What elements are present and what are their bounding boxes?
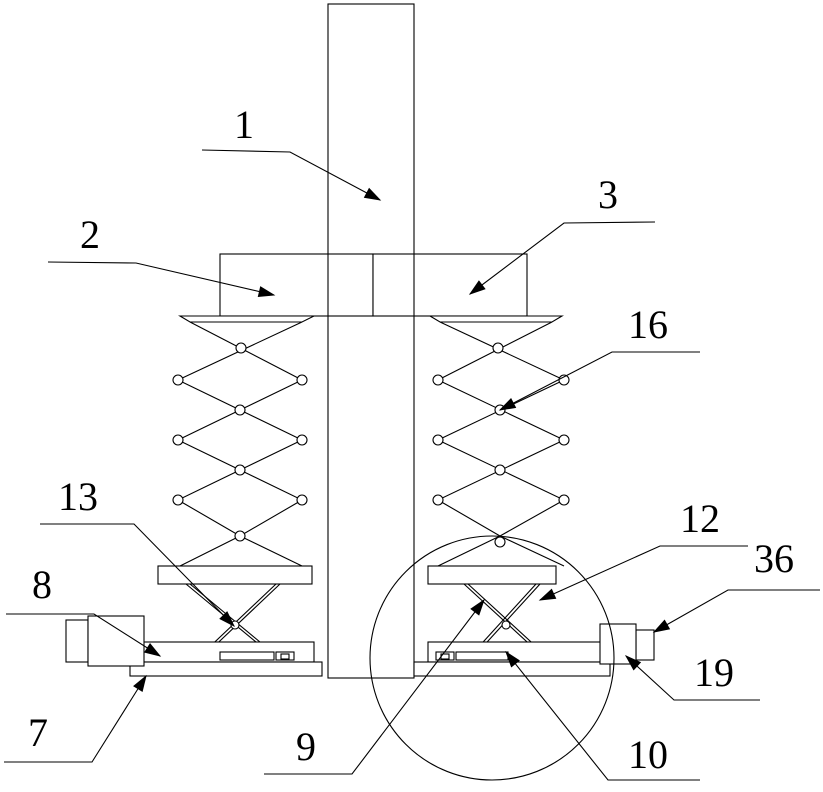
callout-7: 7 xyxy=(28,710,48,755)
callout-16: 16 xyxy=(628,302,668,347)
callout-9: 9 xyxy=(296,724,316,769)
lower-platform-left xyxy=(158,566,312,584)
base-plate-left xyxy=(130,662,322,676)
scissor-head-right xyxy=(430,316,562,322)
callout-3: 3 xyxy=(598,172,618,217)
leader-19 xyxy=(626,656,760,700)
leader-12 xyxy=(540,546,748,600)
leader-7 xyxy=(4,676,146,762)
drive-motor-right xyxy=(636,630,654,660)
clamp-block-right xyxy=(373,254,527,316)
callout-10: 10 xyxy=(628,732,668,777)
callout-36: 36 xyxy=(754,536,794,581)
slide-block-right xyxy=(436,652,508,660)
leader-16 xyxy=(500,352,700,410)
callout-1: 1 xyxy=(234,102,254,147)
drive-motor-left xyxy=(66,620,88,662)
scissor-lift-left xyxy=(173,322,307,566)
lower-platform-right xyxy=(428,566,556,584)
scissor-lift-right xyxy=(433,322,569,566)
callout-12: 12 xyxy=(680,496,720,541)
callout-19: 19 xyxy=(694,650,734,695)
slide-block-left xyxy=(220,652,294,660)
callout-2: 2 xyxy=(80,212,100,257)
leader-1 xyxy=(202,150,380,200)
callout-13: 13 xyxy=(58,474,98,519)
scissor-head-left xyxy=(180,316,314,322)
callout-8: 8 xyxy=(32,562,52,607)
drive-housing-right xyxy=(600,624,636,664)
base-plate-right xyxy=(414,662,610,676)
clamp-block-left xyxy=(220,254,373,316)
leader-36 xyxy=(654,590,820,632)
